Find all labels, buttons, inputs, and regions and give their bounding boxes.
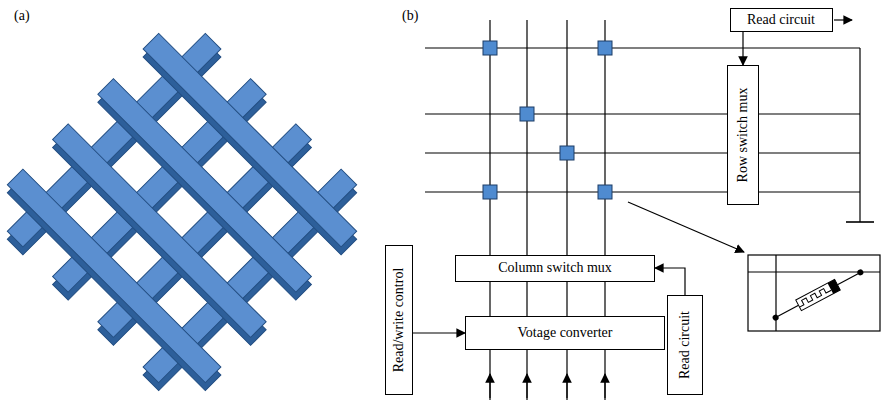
memristor-cell xyxy=(483,41,497,55)
memristor-cell xyxy=(560,146,574,160)
box-label: Read/write control xyxy=(391,268,406,373)
memristor-cell xyxy=(598,185,612,199)
connector-arrow xyxy=(742,32,743,65)
connector-arrow xyxy=(413,332,465,333)
memristor-zigzag xyxy=(797,286,831,307)
column-mux-box: Column switch mux xyxy=(455,255,655,282)
output-arrow xyxy=(834,19,852,20)
read-circuit-box: Read circuit xyxy=(730,8,833,32)
crossbar-illustration xyxy=(0,10,384,410)
box-label: Row switch mux xyxy=(735,88,750,183)
inset-frame xyxy=(748,255,880,331)
input-arrow xyxy=(566,374,567,400)
panel-label: (b) xyxy=(402,8,418,24)
top-electrode xyxy=(7,169,221,383)
control-box: Read/write control xyxy=(385,245,413,395)
memristor-cell xyxy=(598,41,612,55)
ground-symbol xyxy=(846,221,874,223)
memristor-band xyxy=(828,279,841,293)
box-label: Votage converter xyxy=(518,325,613,340)
memristor-body xyxy=(796,279,840,310)
panel-label: (a) xyxy=(14,8,30,24)
row-mux-box: Row switch mux xyxy=(727,65,759,205)
memristor-cell xyxy=(483,185,497,199)
memristor-cell xyxy=(520,107,534,121)
memristor-lead xyxy=(776,305,799,317)
memristor-symbol xyxy=(770,266,866,324)
box-label: Read circuit xyxy=(747,12,815,27)
memristor-inset xyxy=(748,255,880,331)
input-arrow xyxy=(489,374,490,400)
connector-arrow xyxy=(655,268,685,295)
memristor-lead xyxy=(837,272,860,284)
leader-arrow xyxy=(628,202,744,252)
memristor-cells xyxy=(483,41,612,199)
ground-wire xyxy=(859,48,860,222)
box-label: Read circuit xyxy=(677,311,692,379)
input-arrow xyxy=(604,374,605,400)
converter-box: Votage converter xyxy=(465,316,665,350)
read-circuit-box: Read circuit xyxy=(667,295,703,395)
box-label: Column switch mux xyxy=(498,260,612,275)
crossbar-wires xyxy=(425,20,874,400)
input-arrow xyxy=(526,374,527,400)
junction-dot xyxy=(772,313,780,321)
junction-dot xyxy=(856,268,864,276)
